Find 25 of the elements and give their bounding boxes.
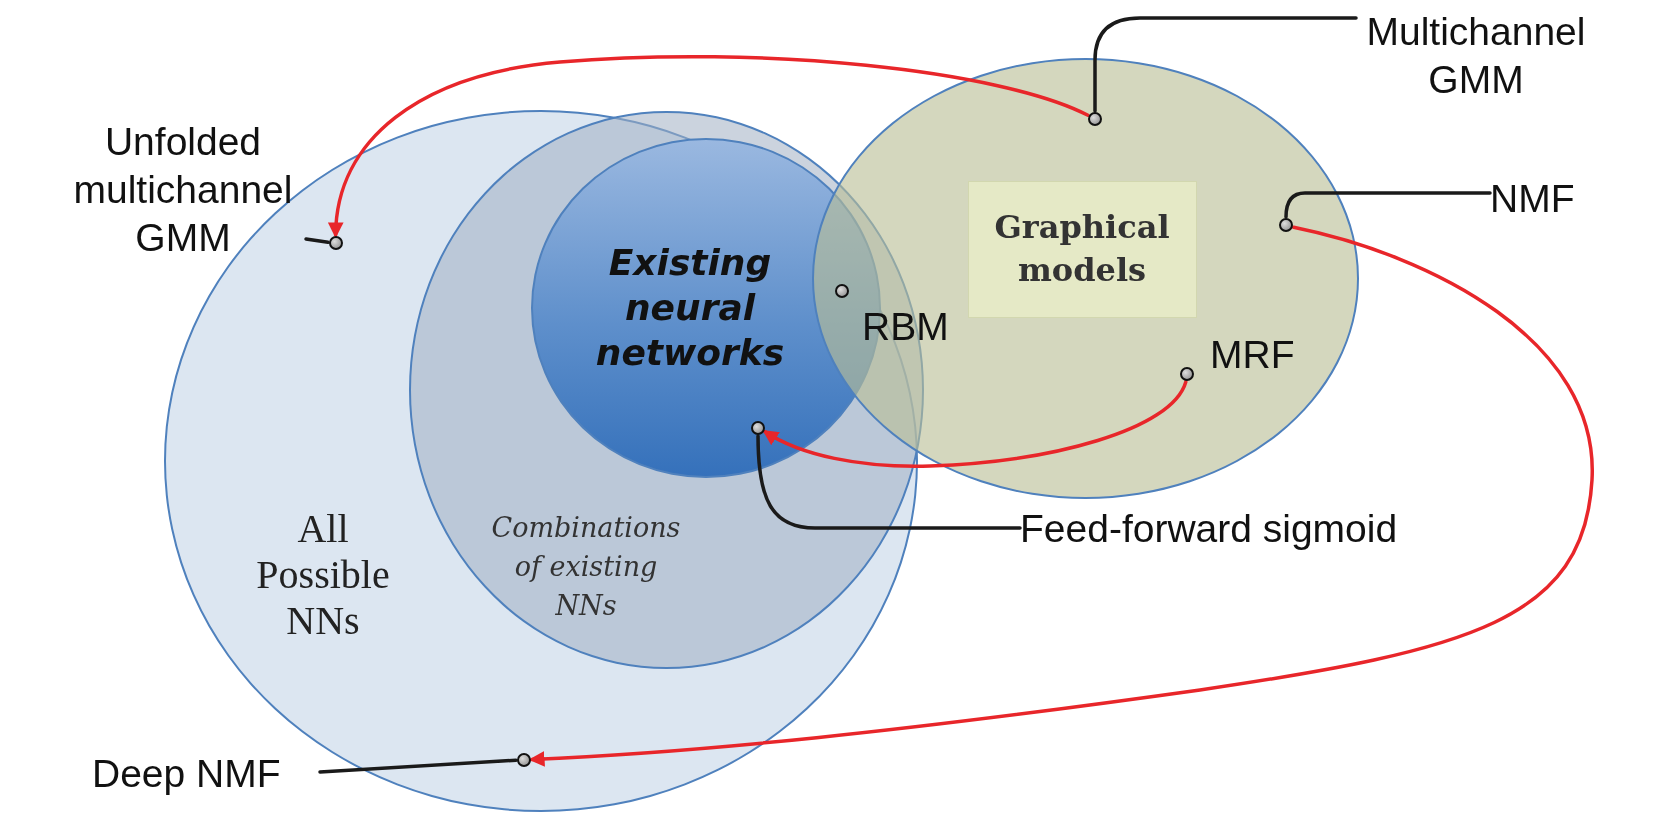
leader-line bbox=[756, 434, 1022, 530]
point-label: RBM bbox=[862, 305, 949, 349]
arrow bbox=[328, 55, 1090, 239]
point-marker bbox=[1088, 112, 1102, 126]
leader-line bbox=[304, 237, 330, 245]
callout-label: Multichannel GMM bbox=[1356, 8, 1596, 104]
region-label: Graphical models bbox=[993, 206, 1171, 291]
point-marker bbox=[329, 236, 343, 250]
point-label: MRF bbox=[1210, 333, 1295, 377]
callout-label: Feed-forward sigmoid bbox=[1020, 505, 1490, 553]
region-label: Combinations of existing NNs bbox=[490, 511, 682, 624]
callout-label: Deep NMF bbox=[92, 750, 320, 798]
point-marker bbox=[751, 421, 765, 435]
point-marker bbox=[1180, 367, 1194, 381]
callout-label: Unfolded multichannel GMM bbox=[60, 118, 306, 262]
arrow bbox=[528, 225, 1594, 767]
region-label: Existing neural networks bbox=[594, 240, 786, 375]
point-marker bbox=[1279, 218, 1293, 232]
callout-label: NMF bbox=[1490, 175, 1582, 223]
leader-line bbox=[1284, 191, 1492, 219]
leader-line bbox=[318, 758, 518, 774]
leader-line bbox=[1093, 16, 1358, 113]
point-marker bbox=[517, 753, 531, 767]
arrow bbox=[762, 380, 1188, 468]
region-label: All Possible NNs bbox=[255, 506, 391, 644]
